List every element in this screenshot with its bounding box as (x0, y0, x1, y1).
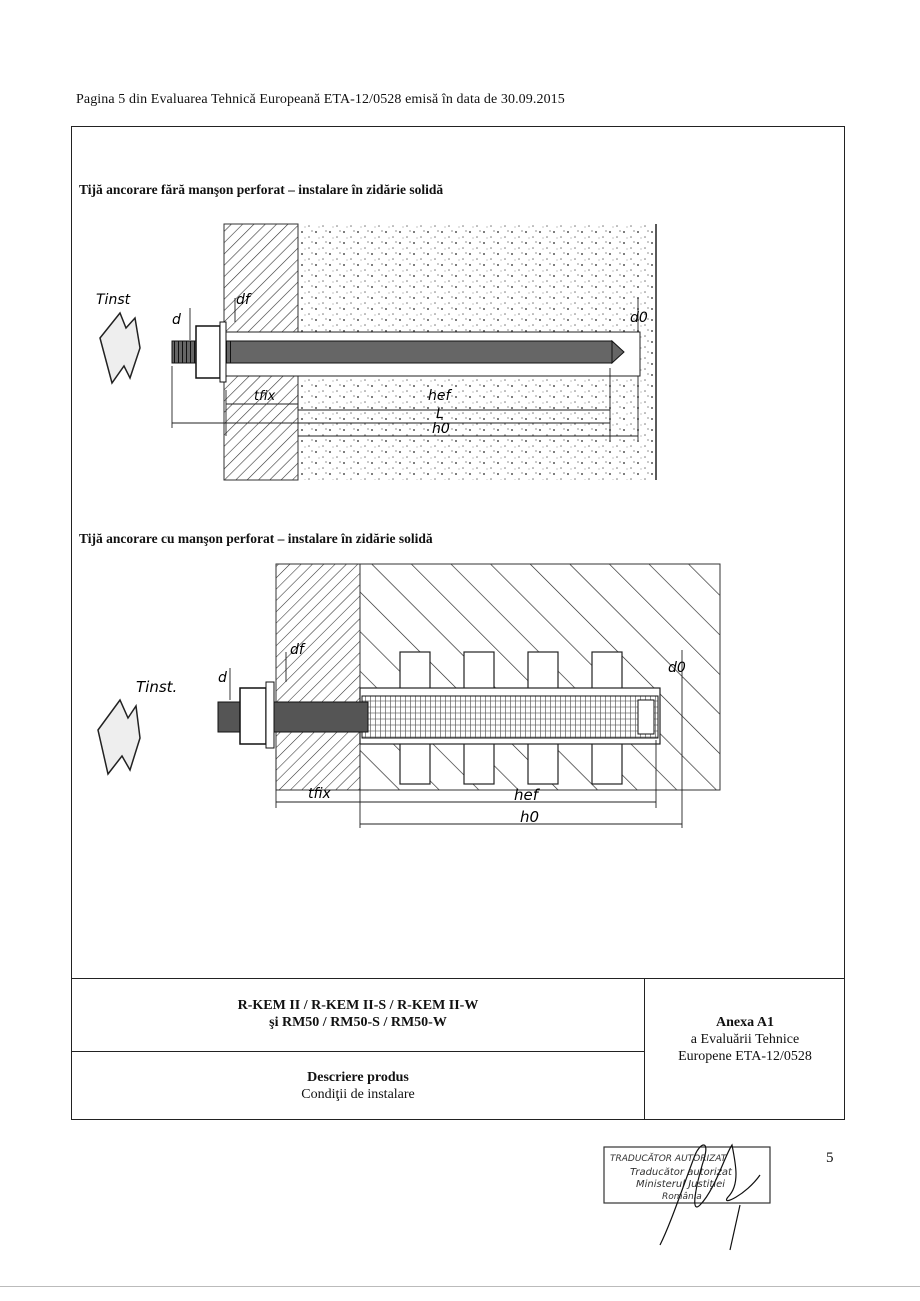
perforated-sleeve (361, 695, 659, 739)
fixture-hatch (275, 563, 361, 791)
fig2-d0-label: d0 (668, 660, 686, 676)
fig1-df-label: df (236, 292, 252, 308)
fig2-tinst-label: Tinst. (136, 678, 177, 696)
fig2-hef-label: hef (514, 786, 541, 804)
product-name: R-KEM II / R-KEM II-S / R-KEM II-W şi RM… (72, 997, 644, 1031)
translator-stamp: TRADUCĂTOR AUTORIZAT Traducător autoriza… (603, 1143, 771, 1251)
fig2-d-label: d (218, 670, 227, 686)
table-mid-line (71, 1051, 645, 1052)
figure1-title: Tijă ancorare fără manşon perforat – ins… (79, 182, 444, 197)
fig1-tfix-label: tfix (254, 389, 275, 404)
fig2-h0-label: h0 (520, 808, 539, 826)
fig1-d-label: d (172, 312, 181, 328)
nut (239, 687, 267, 745)
fig1-tinst-label: Tinst (96, 292, 131, 308)
scan-footer-line (0, 1286, 920, 1287)
torque-icon (97, 698, 141, 776)
anchor-rod (171, 340, 613, 364)
table-divider (644, 978, 645, 1120)
signature (659, 1143, 761, 1251)
annex-line-1: a Evaluării Tehnice (690, 1032, 800, 1047)
product-line-1: R-KEM II / R-KEM II-S / R-KEM II-W (237, 998, 479, 1013)
page-header: Pagina 5 din Evaluarea Tehnică Europeană… (76, 92, 565, 107)
description-subtitle: Condiţii de instalare (301, 1087, 415, 1102)
product-description: Descriere produs Condiţii de instalare (72, 1069, 644, 1103)
fig1-h0-label: h0 (432, 421, 450, 437)
annex-line-2: Europene ETA-12/0528 (678, 1049, 812, 1064)
annex-title: Anexa A1 (716, 1015, 774, 1030)
torque-icon (99, 311, 141, 385)
svg-text:TRADUCĂTOR AUTORIZAT: TRADUCĂTOR AUTORIZAT (610, 1152, 728, 1164)
svg-text:România: România (662, 1192, 702, 1202)
fig1-d0-label: d0 (630, 310, 648, 326)
nut (195, 325, 221, 379)
svg-text:Traducător autorizat: Traducător autorizat (630, 1167, 733, 1178)
table-top-line (71, 978, 845, 979)
svg-text:Ministerul Justiţiei: Ministerul Justiţiei (636, 1179, 725, 1190)
product-line-2: şi RM50 / RM50-S / RM50-W (269, 1015, 447, 1030)
figure1-drawing: Tinst d df d0 tfix hef L h0 (96, 223, 657, 481)
description-title: Descriere produs (307, 1070, 409, 1085)
fig1-hef-label: hef (428, 388, 452, 404)
figure2-title: Tijă ancorare cu manşon perforat – insta… (79, 531, 433, 546)
page-number: 5 (826, 1150, 834, 1166)
washer (265, 681, 275, 749)
washer (219, 321, 227, 383)
fig2-df-label: df (290, 642, 306, 658)
annex-frame (71, 126, 845, 1120)
annex-box: Anexa A1 a Evaluării Tehnice Europene ET… (646, 1014, 844, 1065)
fig2-tfix-label: tfix (308, 786, 332, 802)
fig1-L-label: L (436, 406, 444, 422)
figure2-drawing: Tinst. d df d0 tfix hef h0 (97, 563, 721, 828)
